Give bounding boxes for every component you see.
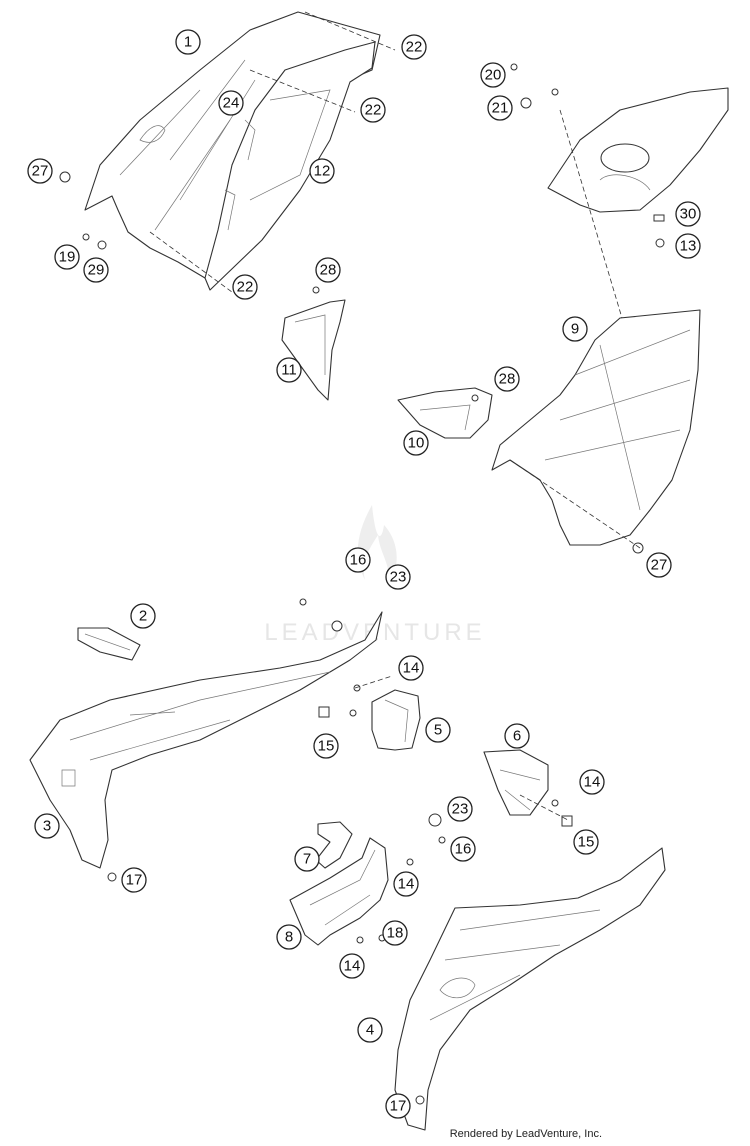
part-12-side-panel	[204, 41, 376, 291]
callout-24: 24	[218, 90, 244, 116]
svg-text:23: 23	[390, 569, 407, 586]
svg-text:22: 22	[406, 39, 423, 56]
callout-7: 7	[294, 846, 320, 872]
callout-20: 20	[480, 62, 506, 88]
callout-27b: 27	[646, 552, 672, 578]
svg-text:20: 20	[485, 67, 502, 84]
svg-text:5: 5	[434, 722, 442, 739]
callout-11: 11	[276, 357, 302, 383]
svg-text:12: 12	[314, 163, 331, 180]
svg-text:29: 29	[88, 262, 105, 279]
svg-text:24: 24	[223, 95, 240, 112]
callout-14c: 14	[393, 871, 419, 897]
callout-14d: 14	[339, 953, 365, 979]
callout-3: 3	[34, 813, 60, 839]
svg-text:7: 7	[303, 851, 311, 868]
callout-10: 10	[403, 430, 429, 456]
svg-text:15: 15	[318, 738, 335, 755]
callout-5: 5	[425, 717, 451, 743]
svg-text:3: 3	[43, 818, 51, 835]
svg-text:16: 16	[350, 552, 367, 569]
callout-17a: 17	[121, 867, 147, 893]
callout-22a: 22	[401, 34, 427, 60]
callout-21: 21	[487, 95, 513, 121]
svg-text:21: 21	[492, 100, 509, 117]
callout-4: 4	[357, 1017, 383, 1043]
svg-text:10: 10	[408, 435, 425, 452]
part-4-side-panel	[394, 847, 666, 1131]
svg-text:2: 2	[139, 608, 147, 625]
svg-text:19: 19	[59, 249, 76, 266]
callout-13: 13	[675, 233, 701, 259]
callout-17b: 17	[385, 1093, 411, 1119]
svg-text:18: 18	[387, 925, 404, 942]
callout-1: 1	[175, 29, 201, 55]
callout-28b: 28	[494, 366, 520, 392]
svg-text:16: 16	[455, 841, 472, 858]
svg-text:13: 13	[680, 238, 697, 255]
callout-2: 2	[130, 603, 156, 629]
callout-16b: 16	[450, 836, 476, 862]
render-credit: Rendered by LeadVenture, Inc.	[449, 1128, 602, 1140]
svg-text:28: 28	[320, 262, 337, 279]
part-2-small-cover	[77, 627, 141, 661]
callout-23a: 23	[385, 564, 411, 590]
svg-text:1: 1	[184, 34, 192, 51]
callout-9: 9	[562, 316, 588, 342]
svg-text:11: 11	[281, 362, 297, 379]
callout-14b: 14	[579, 769, 605, 795]
svg-text:8: 8	[285, 929, 293, 946]
watermark-logo	[357, 505, 397, 585]
svg-text:14: 14	[398, 876, 415, 893]
hardware-fasteners	[59, 63, 665, 1105]
part-11-bracket	[281, 299, 346, 401]
callout-22b: 22	[360, 97, 386, 123]
svg-text:14: 14	[403, 660, 420, 677]
callout-19: 19	[54, 244, 80, 270]
svg-text:27: 27	[32, 163, 49, 180]
svg-text:4: 4	[366, 1022, 374, 1039]
callout-16a: 16	[345, 547, 371, 573]
callout-15b: 15	[573, 829, 599, 855]
callout-6: 6	[504, 723, 530, 749]
callout-23b: 23	[447, 796, 473, 822]
svg-text:9: 9	[571, 321, 579, 338]
callout-27a: 27	[27, 158, 53, 184]
callout-15a: 15	[313, 733, 339, 759]
svg-text:14: 14	[584, 774, 601, 791]
part-9-side-cover	[491, 309, 701, 546]
callout-28a: 28	[315, 257, 341, 283]
part-7-clip	[315, 821, 353, 869]
part-9-top-lid	[547, 87, 729, 213]
svg-text:27: 27	[651, 557, 668, 574]
svg-text:23: 23	[452, 801, 469, 818]
svg-text:30: 30	[680, 206, 697, 223]
callout-22c: 22	[232, 274, 258, 300]
svg-text:14: 14	[344, 958, 361, 975]
part-3-radiator-shroud	[29, 611, 383, 869]
part-5-bracket	[371, 689, 421, 751]
part-8-guard	[289, 837, 389, 946]
svg-text:28: 28	[499, 371, 516, 388]
svg-text:22: 22	[365, 102, 382, 119]
assembly-lines	[149, 11, 641, 821]
callout-18: 18	[382, 920, 408, 946]
callout-12: 12	[309, 158, 335, 184]
part-10-cover	[397, 387, 493, 439]
callout-30: 30	[675, 201, 701, 227]
svg-text:17: 17	[390, 1098, 407, 1115]
svg-text:22: 22	[237, 279, 254, 296]
callout-8: 8	[276, 924, 302, 950]
svg-text:17: 17	[126, 872, 143, 889]
callout-29: 29	[83, 257, 109, 283]
svg-text:6: 6	[513, 728, 521, 745]
callout-14a: 14	[398, 655, 424, 681]
svg-text:15: 15	[578, 834, 595, 851]
part-6-bracket	[483, 749, 549, 816]
